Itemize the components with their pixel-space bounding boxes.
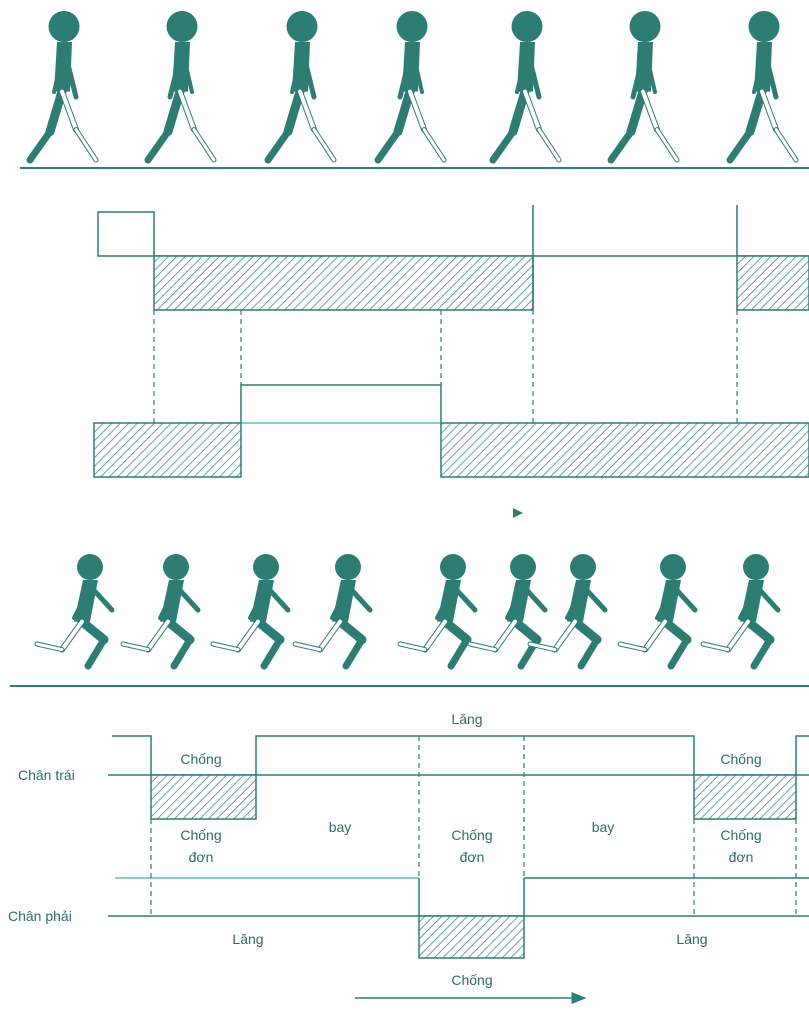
label-support-right: Chống <box>720 751 761 767</box>
running-figures <box>10 554 809 686</box>
running-figure-icon <box>620 554 695 666</box>
walk-direction-mark <box>513 508 523 518</box>
running-figure-icon <box>530 554 605 666</box>
run-left-support-bar-2 <box>694 775 796 819</box>
running-figure-icon <box>37 554 112 666</box>
run-left-step-2 <box>796 736 809 775</box>
walking-figure-icon <box>148 11 214 160</box>
label-support-left: Chống <box>180 751 221 767</box>
walking-figure-icon <box>493 11 559 160</box>
label-top-swing: Lăng <box>451 711 482 727</box>
walking-figure-icon <box>378 11 444 160</box>
walking-figure-icon <box>30 11 96 160</box>
running-figure-icon <box>295 554 370 666</box>
run-left-step-1 <box>112 736 151 775</box>
walk-right-swing-step <box>241 385 441 423</box>
run-left-swing-top <box>256 736 694 775</box>
run-right-support-bar <box>419 916 524 958</box>
run-dashed-dividers <box>151 736 796 916</box>
label-right-leg: Chân phải <box>8 908 72 924</box>
label-swing-left: Lăng <box>232 931 263 947</box>
label-flight-1: bay <box>329 819 352 835</box>
running-timing-diagram <box>108 736 809 998</box>
running-labels: Lăng Chân trái Chân phải Chống Chống Chố… <box>8 711 762 988</box>
running-figure-icon <box>400 554 475 666</box>
walking-timing-diagram <box>94 205 809 518</box>
running-figure-icon <box>213 554 288 666</box>
label-support-bottom: Chống <box>451 972 492 988</box>
running-figure-icon <box>470 554 545 666</box>
label-left-leg: Chân trái <box>18 767 75 783</box>
walking-figure-icon <box>611 11 677 160</box>
walk-left-support-bar-2 <box>737 256 809 310</box>
run-left-support-bar-1 <box>151 775 256 819</box>
walk-left-support-bar-1 <box>154 256 533 310</box>
running-figure-icon <box>123 554 198 666</box>
walk-left-double-support-box <box>98 212 154 256</box>
running-figure-icon <box>703 554 778 666</box>
label-swing-right: Lăng <box>676 931 707 947</box>
walk-right-support-bar-2 <box>441 423 809 477</box>
walking-figure-icon <box>730 11 796 160</box>
walking-figures <box>20 11 809 168</box>
label-flight-2: bay <box>592 819 615 835</box>
walk-right-support-bar-1 <box>94 423 241 477</box>
walking-figure-icon <box>268 11 334 160</box>
